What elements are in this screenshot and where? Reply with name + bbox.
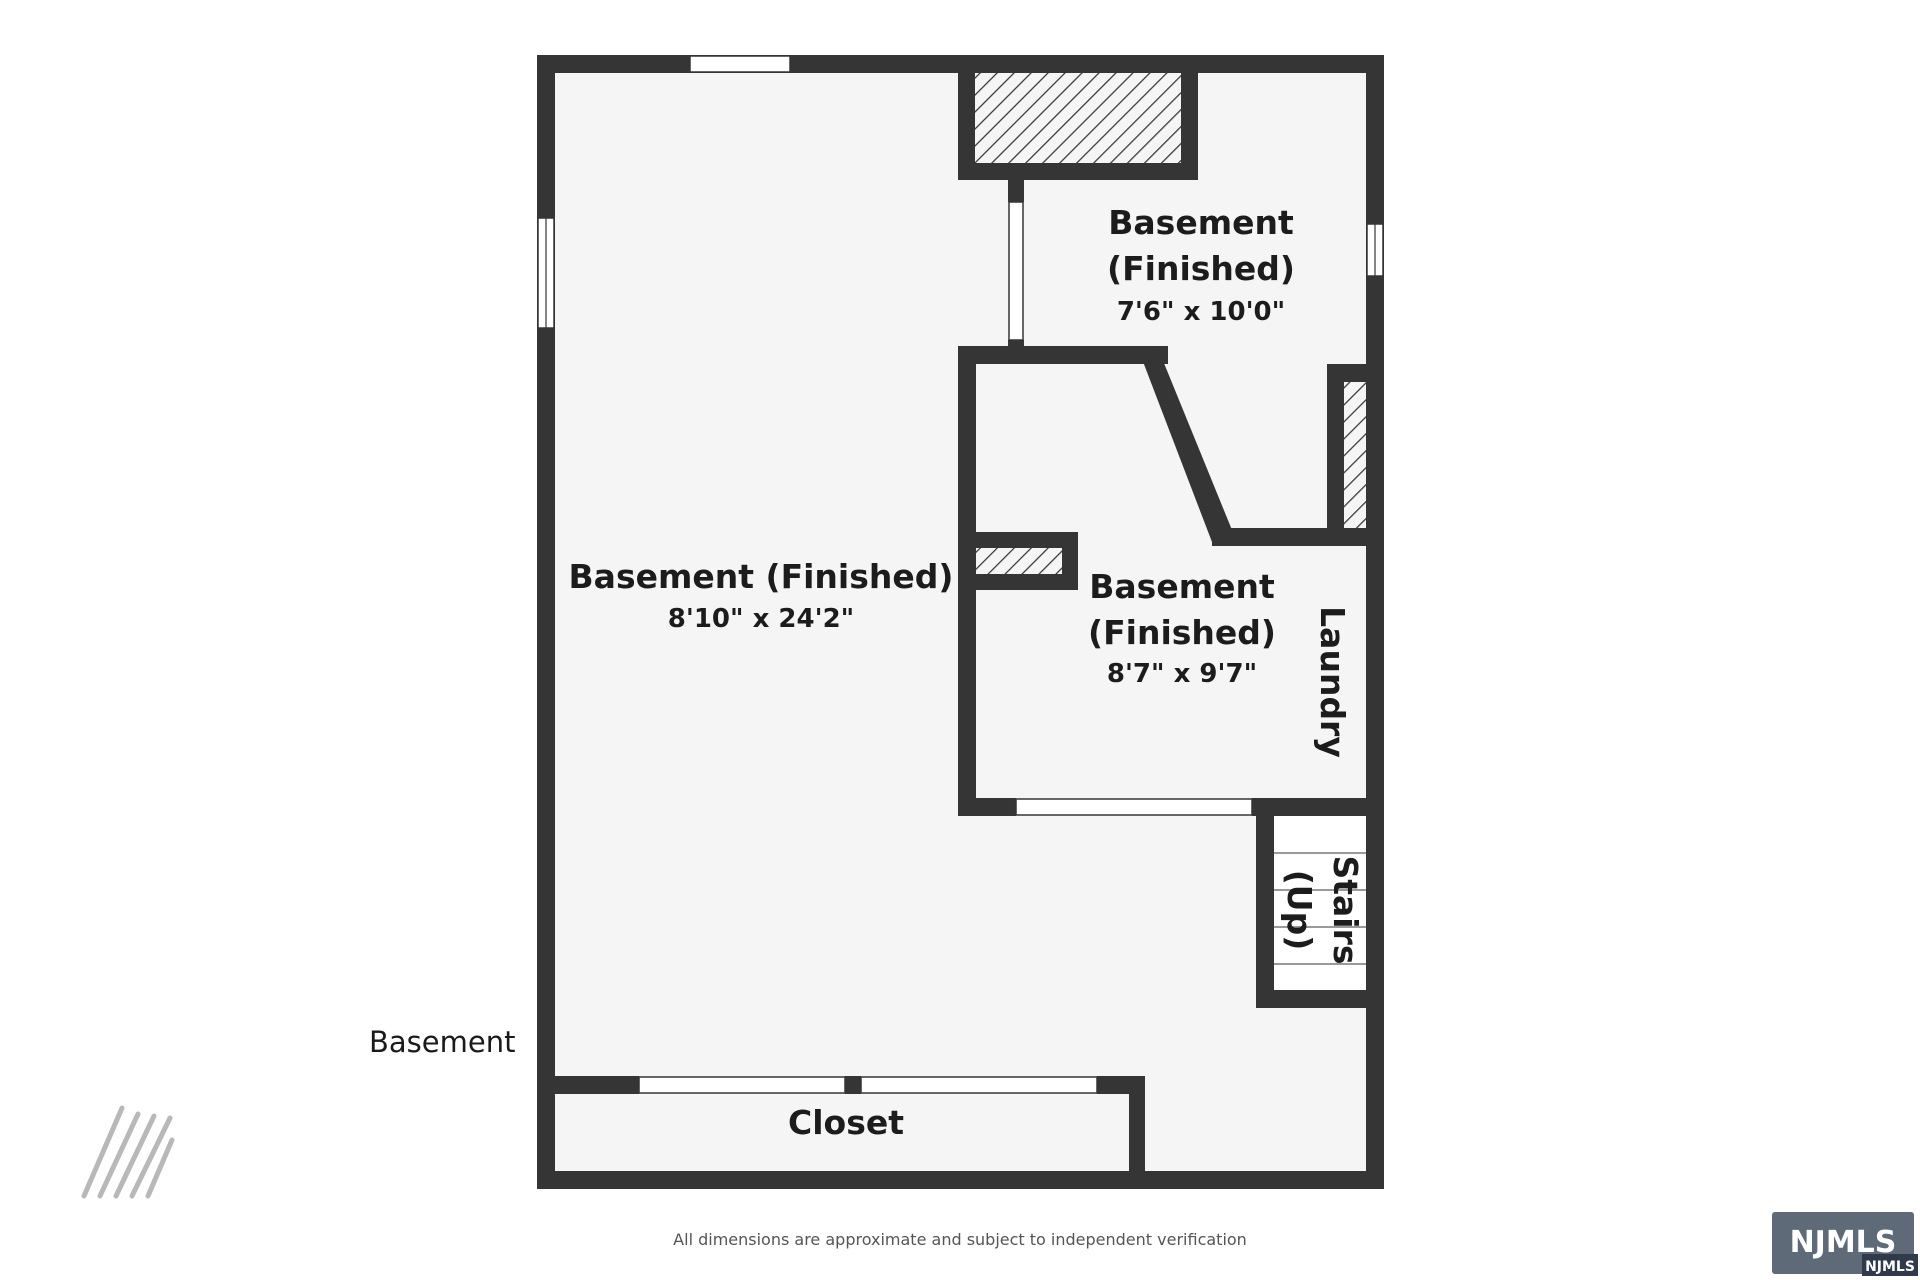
- stairs-area: [1274, 816, 1366, 990]
- room-upper-right-title-1: Basement: [1108, 203, 1294, 242]
- room-laundry-title: Laundry: [1313, 606, 1352, 758]
- stairs-wall: [1256, 990, 1366, 1008]
- closet-floor: [555, 1094, 1129, 1171]
- interior-wall: [958, 346, 1168, 364]
- njmls-badge: NJMLS NJMLS: [1772, 1212, 1918, 1276]
- room-upper-right-dims: 7'6" x 10'0": [1117, 297, 1285, 327]
- doorway-opening: [1008, 201, 1024, 341]
- interior-wall: [958, 798, 1016, 816]
- room-stairs-title-1: Stairs: [1326, 855, 1365, 964]
- floor-label: Basement: [369, 1025, 515, 1059]
- closet-door: [638, 1076, 846, 1094]
- closet-door: [860, 1076, 1098, 1094]
- room-middle-right-dims: 8'7" x 9'7": [1107, 659, 1257, 689]
- room-stairs-title-2: (Up): [1280, 870, 1319, 951]
- room-middle-right-title-2: (Finished): [1088, 613, 1276, 652]
- room-upper-right-title-2: (Finished): [1107, 249, 1295, 288]
- room-middle-right-title-1: Basement: [1089, 567, 1275, 606]
- closet-wall: [845, 1076, 861, 1094]
- interior-wall: [1252, 798, 1366, 816]
- room-main-title: Basement (Finished): [569, 557, 954, 596]
- interior-wall: [1008, 180, 1024, 202]
- diagonal-wall: [1137, 346, 1232, 542]
- stair-treads: [1274, 852, 1366, 965]
- closet-wall: [537, 1076, 639, 1094]
- brand-logo-icon: [81, 1105, 175, 1199]
- room-main-dims: 8'10" x 24'2": [668, 604, 854, 634]
- niche-hatch: [976, 548, 1062, 574]
- closet-hatch: [1344, 382, 1366, 528]
- stairs-wall: [1256, 798, 1274, 1008]
- badge-small-text: NJMLS: [1865, 1259, 1915, 1275]
- window: [689, 55, 791, 73]
- closet-wall: [1129, 1076, 1145, 1189]
- room-closet-title: Closet: [788, 1103, 904, 1142]
- doorway-opening: [1015, 798, 1253, 816]
- chimney-hatch: [975, 73, 1181, 163]
- disclaimer-text: All dimensions are approximate and subje…: [673, 1230, 1247, 1249]
